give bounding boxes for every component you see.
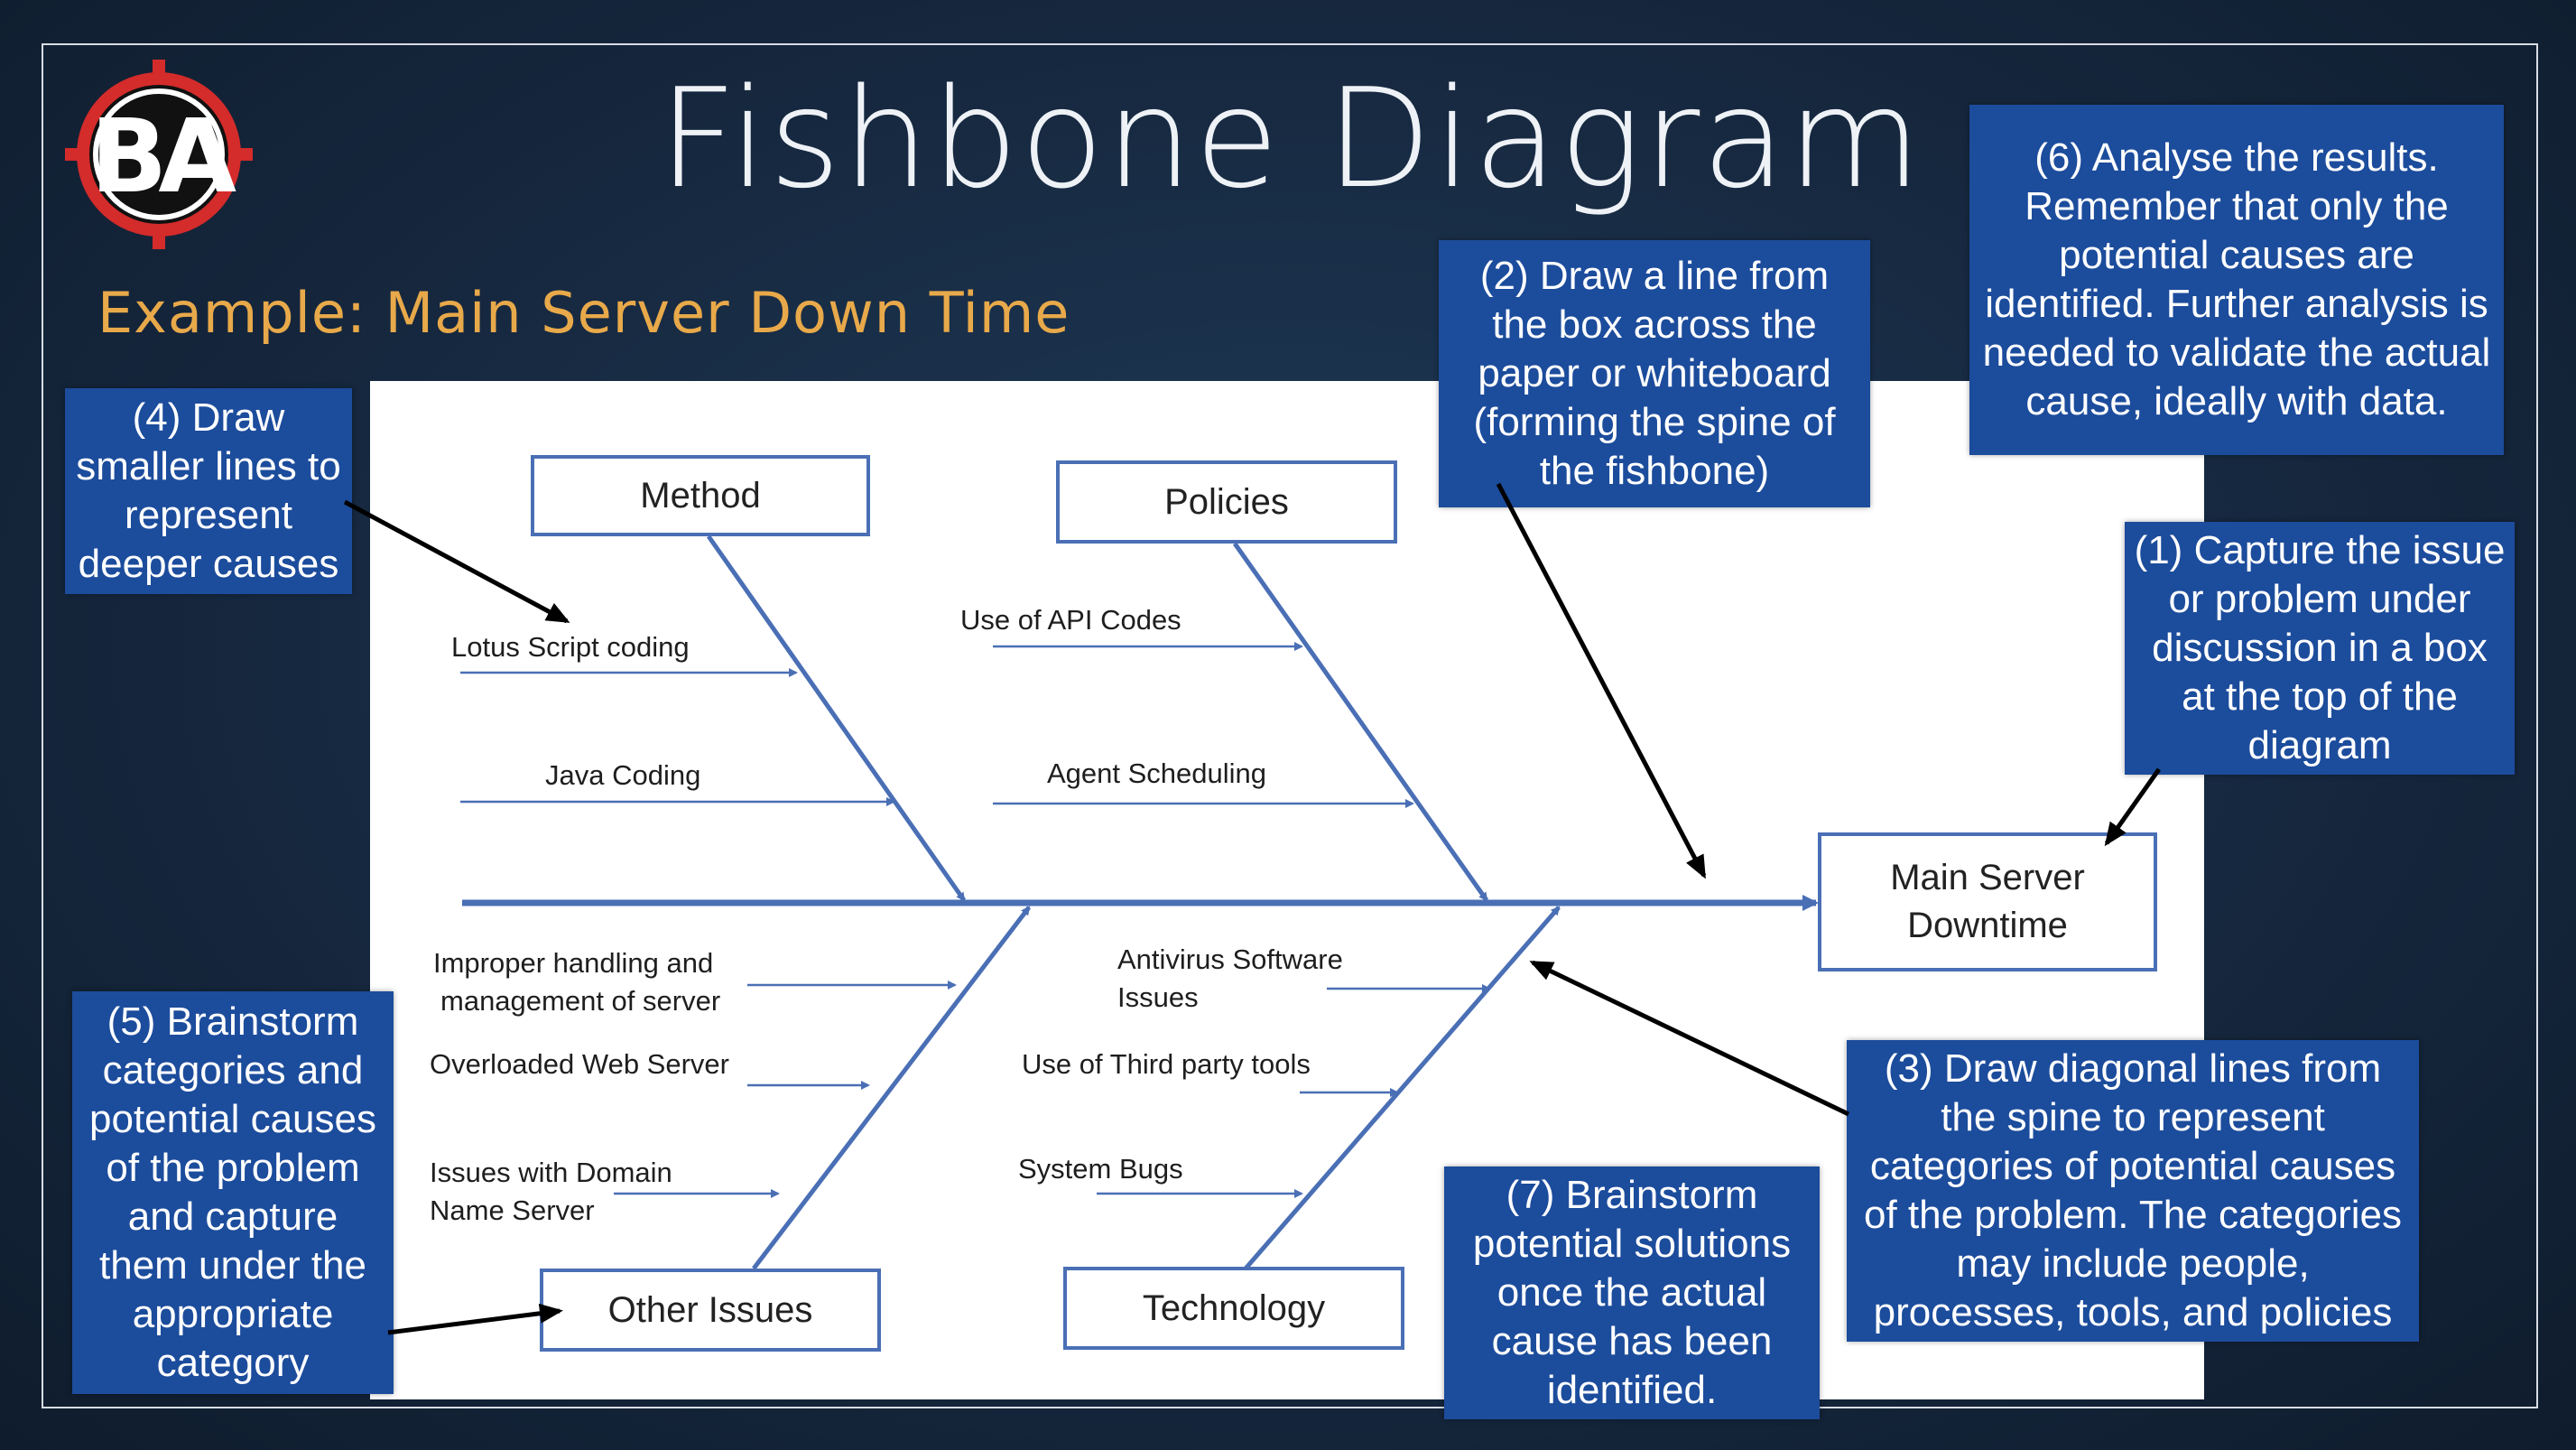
bone-method bbox=[706, 534, 967, 902]
cause-label: Agent Scheduling bbox=[1047, 758, 1267, 789]
cause-label: Java Coding bbox=[545, 759, 701, 791]
bone-other-issues bbox=[752, 906, 1031, 1270]
bone-policies bbox=[1232, 542, 1489, 902]
note-step-3: (3) Draw diagonal lines from the spine t… bbox=[1847, 1040, 2419, 1342]
note-step-4: (4) Draw smaller lines to represent deep… bbox=[65, 388, 352, 594]
category-other-issues: Other Issues bbox=[540, 1269, 881, 1352]
logo-text: BA bbox=[90, 98, 236, 216]
slide-title: Fishbone Diagram bbox=[658, 59, 1923, 218]
cause-label: Use of API Codes bbox=[960, 604, 1181, 636]
slide-border bbox=[42, 43, 2538, 1408]
slide-subtitle: Example: Main Server Down Time bbox=[97, 280, 1070, 346]
category-policies: Policies bbox=[1056, 460, 1397, 544]
note-step-6: (6) Analyse the results. Remember that o… bbox=[1969, 105, 2504, 455]
problem-line: Main Server bbox=[1890, 858, 2085, 898]
cause-label: Antivirus Software Issues bbox=[1117, 943, 1343, 1013]
cause-label: Overloaded Web Server bbox=[430, 1048, 729, 1080]
cause-label: Improper handling and management of serv… bbox=[433, 947, 721, 1017]
category-technology: Technology bbox=[1063, 1267, 1404, 1350]
note-step-7: (7) Brainstorm potential solutions once … bbox=[1444, 1167, 1820, 1419]
ba-logo: BA bbox=[65, 60, 253, 249]
cause-label: Issues with Domain Name Server bbox=[430, 1157, 672, 1226]
problem-line: Downtime bbox=[1907, 906, 2068, 945]
fishbone-lines bbox=[460, 534, 1819, 1270]
note-step-5: (5) Brainstorm categories and potential … bbox=[72, 991, 394, 1394]
cause-label: Lotus Script coding bbox=[451, 631, 690, 663]
cause-label: System Bugs bbox=[1018, 1153, 1183, 1185]
category-method: Method bbox=[531, 455, 870, 536]
note-step-1: (1) Capture the issue or problem under d… bbox=[2125, 522, 2515, 775]
problem-box: Main Server Downtime bbox=[1818, 832, 2157, 971]
note-step-2: (2) Draw a line from the box across the … bbox=[1439, 240, 1870, 507]
bone-technology bbox=[1244, 906, 1561, 1270]
cause-label: Use of Third party tools bbox=[1022, 1048, 1311, 1080]
